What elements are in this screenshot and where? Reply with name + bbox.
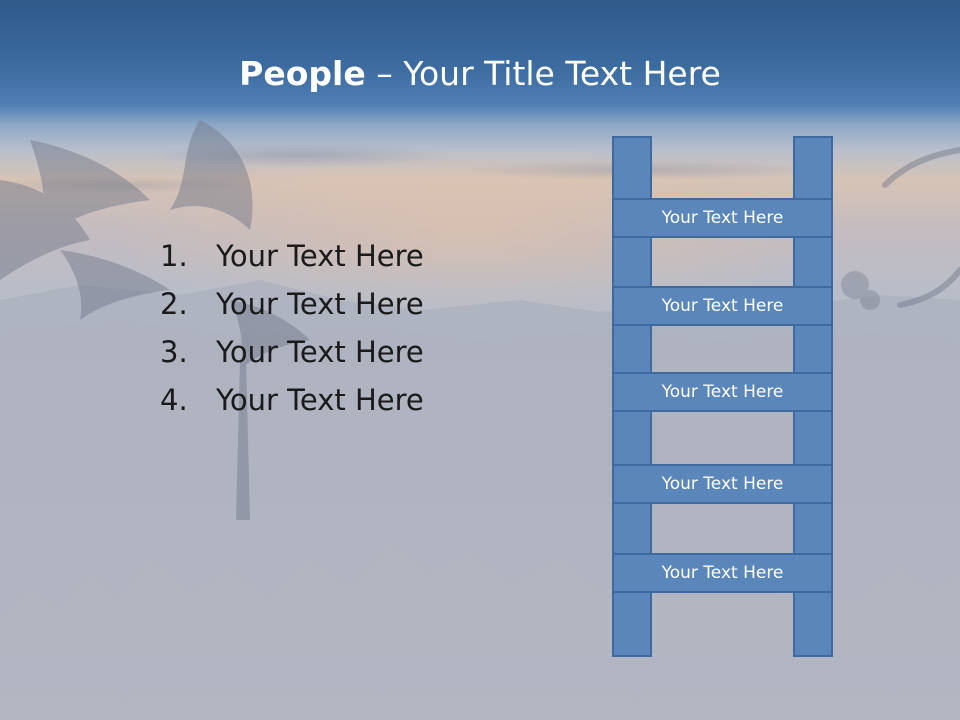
list-item: 4. Your Text Here xyxy=(160,376,424,424)
ladder-rung-5[interactable]: Your Text Here xyxy=(612,553,833,593)
numbered-list[interactable]: 1. Your Text Here 2. Your Text Here 3. Your… xyxy=(160,232,424,424)
slide-title[interactable]: People – Your Title Text Here xyxy=(0,50,960,98)
ladder-rung-4[interactable]: Your Text Here xyxy=(612,464,833,504)
list-item-number: 3. xyxy=(160,335,188,369)
list-item: 1. Your Text Here xyxy=(160,232,424,280)
ladder-rung-1[interactable]: Your Text Here xyxy=(612,198,833,238)
ladder-rung-3[interactable]: Your Text Here xyxy=(612,372,833,412)
list-item-text: Your Text Here xyxy=(216,287,424,321)
list-item-number: 4. xyxy=(160,383,188,417)
title-bold-part: People xyxy=(239,54,366,93)
list-item-text: Your Text Here xyxy=(216,383,424,417)
list-item: 2. Your Text Here xyxy=(160,280,424,328)
list-item-text: Your Text Here xyxy=(216,335,424,369)
list-item: 3. Your Text Here xyxy=(160,328,424,376)
list-item-number: 1. xyxy=(160,239,188,273)
ladder-rung-2[interactable]: Your Text Here xyxy=(612,286,833,326)
title-rest-part: – Your Title Text Here xyxy=(365,54,721,93)
list-item-text: Your Text Here xyxy=(216,239,424,273)
list-item-number: 2. xyxy=(160,287,188,321)
